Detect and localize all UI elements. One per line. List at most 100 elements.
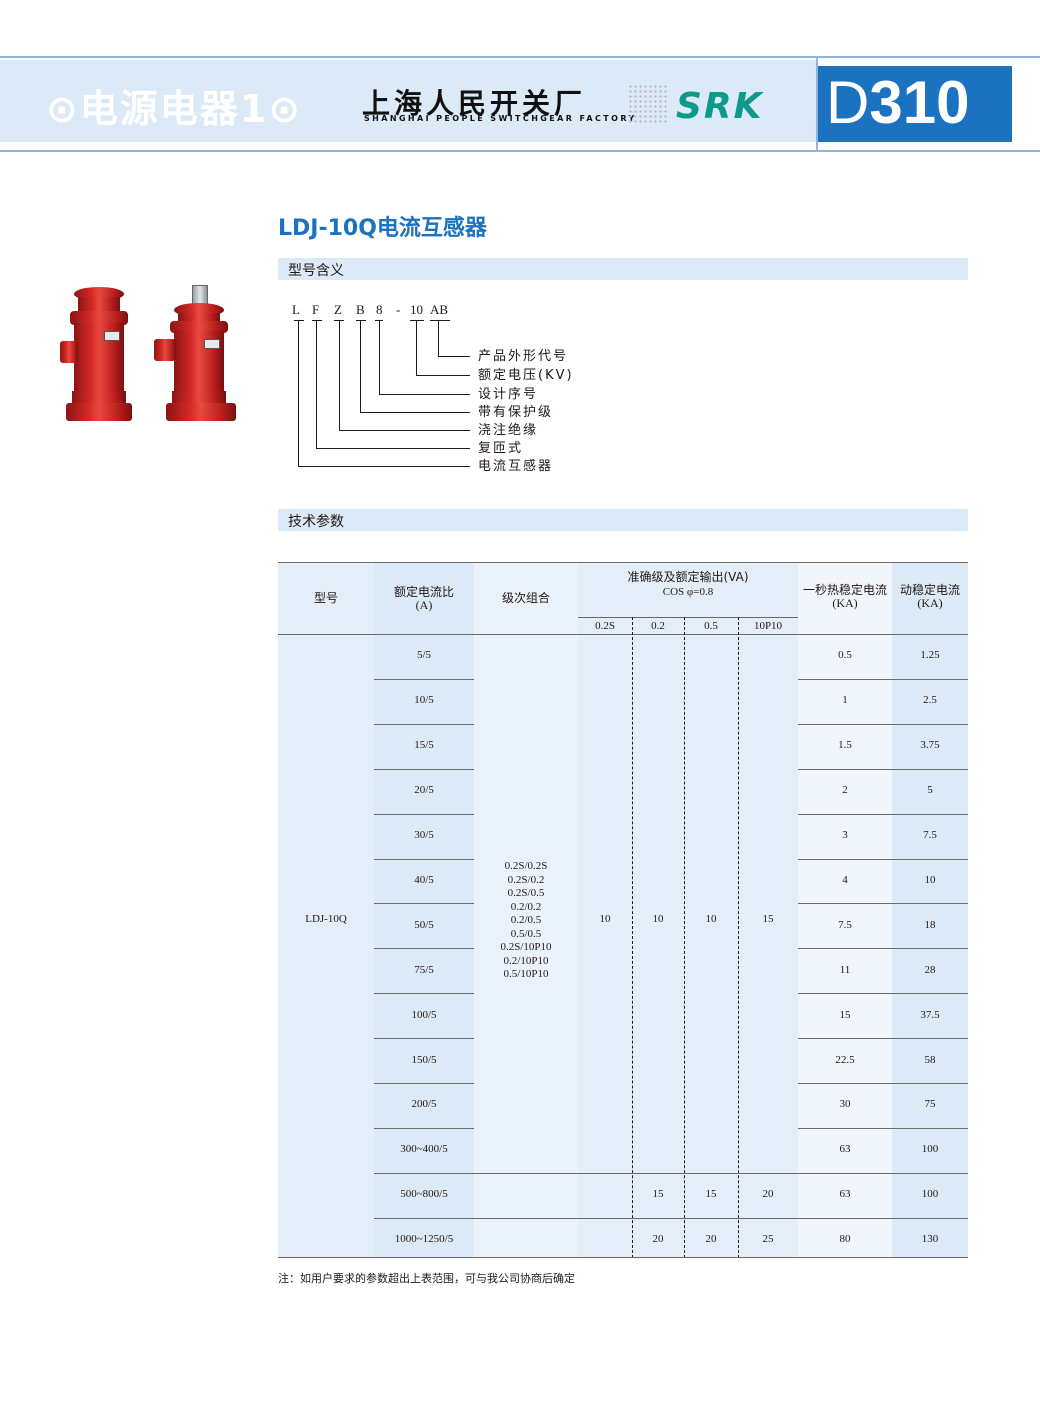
row-rule [798,724,968,725]
row-rule [798,859,968,860]
header-dynamic-unit: (KA) [917,596,943,610]
row-rule [374,1128,474,1129]
combo-item: 0.2S/0.2S [504,860,548,872]
section-model-meaning: 型号含义 [278,258,968,280]
code-label: 额定电压(KV) [478,368,574,383]
ratio-value: 300~400/5 [400,1143,448,1156]
code-char: 8 [376,302,383,317]
output-value: 15 [762,913,774,925]
ratio-value: 1000~1250/5 [394,1233,454,1246]
section-title: 型号含义 [288,263,344,279]
thermal-value: 0.5 [838,649,852,662]
thermal-value: 4 [842,873,848,886]
ratio-value: 150/5 [411,1053,437,1066]
table-bottom-rule [278,1257,968,1258]
row-rule [374,724,474,725]
page-letter: D [826,69,870,136]
row-rule [798,993,968,994]
product-photo [60,285,245,430]
combo-item: 0.2S/0.2 [507,873,545,886]
header-divider [816,56,818,152]
row-rule [374,948,474,949]
code-char: - [396,302,401,317]
model-value: LDJ-10Q [305,913,347,925]
ratio-value: 100/5 [411,1008,437,1021]
row-rule [798,1038,968,1039]
header-thermal: 一秒热稳定电流 [802,583,887,597]
dynamic-value: 100 [921,1143,939,1156]
header-accuracy: 准确级及额定输出(VA) [627,570,749,584]
transformer-right [152,285,244,425]
page-code-box [818,66,1012,142]
thermal-value: 80 [839,1233,851,1246]
company-name-en: SHANGHAI PEOPLE SWITCHGEAR FACTORY [364,114,637,123]
header-class: 10P10 [753,620,783,632]
combo-item: 0.2S/10P10 [500,941,552,953]
code-char: L [292,302,300,317]
row-rule [374,814,474,815]
code-char: F [312,302,320,317]
dynamic-value: 18 [924,918,936,931]
header-class: 0.2S [595,620,615,632]
row-rule [798,1083,968,1084]
dynamic-value: 10 [924,873,936,886]
thermal-value: 30 [839,1098,851,1111]
code-label: 复匝式 [478,441,524,456]
header-ratio-unit: (A) [415,598,433,612]
header-cos: COS φ=0.8 [662,586,714,598]
row-rule [374,1173,968,1174]
dynamic-value: 37.5 [920,1008,940,1021]
dynamic-value: 28 [924,963,936,976]
row-rule [374,993,474,994]
combo-list: 0.2S/0.2S 0.2S/0.2 0.2S/0.5 0.2/0.2 0.2/… [474,860,578,982]
ratio-value: 50/5 [414,918,434,931]
thermal-value: 15 [839,1008,851,1021]
srk-logo: SRK [676,86,764,127]
dynamic-value: 100 [921,1188,939,1201]
row-rule [374,903,474,904]
output-value: 20 [652,1233,664,1246]
output-value: 10 [652,913,664,925]
row-rule [374,1218,968,1219]
ratio-value: 40/5 [414,873,434,886]
dynamic-value: 7.5 [923,829,937,842]
header-thermal-unit: (KA) [832,596,858,610]
section-title: 技术参数 [288,514,344,530]
code-char: 10 [410,302,423,317]
header-model: 型号 [313,591,338,605]
thermal-value: 1.5 [838,739,852,752]
combo-item: 0.5/10P10 [503,968,549,980]
output-value: 20 [705,1233,717,1246]
transformer-left [60,285,150,425]
output-value: 15 [705,1188,717,1201]
dynamic-value: 58 [924,1053,936,1066]
dynamic-value: 3.75 [920,739,940,752]
header-class: 0.2 [651,620,665,632]
row-rule [798,1128,968,1129]
combo-item: 0.2/0.5 [510,914,542,926]
row-rule [798,814,968,815]
thermal-value: 63 [839,1143,851,1156]
thermal-value: 22.5 [835,1053,855,1066]
model-code-diagram [0,0,470,467]
code-char: Z [334,302,342,317]
page-code: D310 [826,68,969,137]
company-name-cn: 上海人民开关厂 [362,87,587,120]
dynamic-value: 5 [927,784,933,797]
header-combo: 级次组合 [501,591,550,605]
header-bottom-rule [0,150,1040,152]
header-class: 0.5 [704,620,718,632]
combo-item: 0.5/0.5 [510,927,542,940]
series-title: ⊙电源电器1⊙ [46,87,303,131]
ratio-value: 15/5 [414,739,434,752]
row-rule [798,679,968,680]
code-label: 带有保护级 [478,405,554,420]
header-band [0,60,818,142]
thermal-value: 3 [842,829,848,842]
combo-item: 0.2/0.2 [510,900,542,913]
output-value: 25 [762,1233,774,1246]
combo-item: 0.2S/0.5 [507,887,545,899]
thermal-value: 63 [839,1188,851,1201]
ratio-value: 75/5 [414,963,434,976]
header-top-rule [0,56,1040,58]
